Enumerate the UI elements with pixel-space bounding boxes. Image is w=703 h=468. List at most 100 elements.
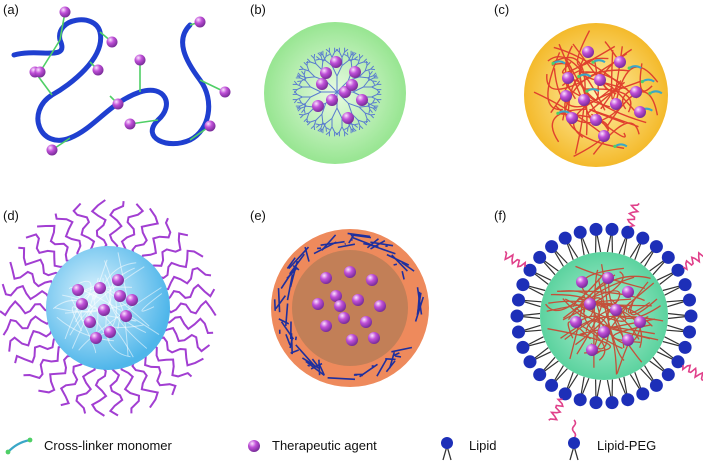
dendrimer-branch xyxy=(320,55,324,62)
dendrimer-branch xyxy=(336,107,343,119)
crosslink-end xyxy=(577,74,581,79)
hybrid-core-mesh xyxy=(545,264,664,375)
dendrimer-branch xyxy=(296,83,303,88)
lipid-head xyxy=(621,225,635,239)
crosslink-end xyxy=(648,91,652,95)
therapeutic-agent-icon xyxy=(248,440,260,452)
dendrimer-branch xyxy=(372,102,377,104)
lipid-head xyxy=(678,278,692,292)
mesh-strand xyxy=(587,81,626,114)
dendrimer-branch xyxy=(315,113,323,121)
dendrimer-branch xyxy=(367,102,373,107)
lipid-head xyxy=(533,250,547,264)
drug-sphere xyxy=(90,332,102,344)
drug-sphere xyxy=(316,78,328,90)
mesh-strand xyxy=(557,290,645,302)
panel-label-b: (b) xyxy=(250,2,266,17)
dendrimer-branch xyxy=(359,125,364,130)
shell-strand xyxy=(292,264,300,271)
corona-chain xyxy=(144,351,177,396)
shell-strand xyxy=(351,236,372,246)
mesh-strand xyxy=(52,300,134,358)
mesh-strand xyxy=(533,91,604,136)
dendrimer-branch xyxy=(299,114,304,119)
drug-sphere xyxy=(330,290,342,302)
dendrimer-branch xyxy=(335,131,340,136)
lipid-head xyxy=(545,378,559,392)
corona-chain xyxy=(108,365,124,417)
dendrimer-branch xyxy=(315,58,320,61)
dendrimer-branch xyxy=(344,53,349,57)
mesh-strand xyxy=(597,278,625,361)
shell-strand xyxy=(376,358,388,377)
dendrimer-branch xyxy=(303,70,306,75)
dendrimer-branch xyxy=(317,52,322,57)
lipid-head xyxy=(558,231,572,245)
corona-chain xyxy=(2,315,52,336)
dendrimer-branch xyxy=(300,105,307,109)
dendrimer-branch xyxy=(298,99,302,104)
panel-label-e: (e) xyxy=(250,208,266,223)
dendrimer-branch xyxy=(317,127,322,132)
corona-chain xyxy=(23,344,65,380)
dendrimer-branch xyxy=(348,54,352,61)
crosslink-end xyxy=(640,80,644,84)
lipid-head xyxy=(589,396,603,410)
dendrimer-sphere xyxy=(264,22,406,164)
dendrimer-branch xyxy=(298,68,304,71)
corona-chain xyxy=(120,364,141,414)
corona-chain xyxy=(18,246,62,277)
shell-strand xyxy=(313,241,337,255)
shell-strand xyxy=(295,344,317,368)
dendrimer-branch xyxy=(359,76,368,79)
dendrimer-branch xyxy=(338,51,343,58)
dendrimer-branch xyxy=(298,80,302,85)
drug-sphere xyxy=(312,298,324,310)
mesh-strand xyxy=(547,52,563,111)
mesh-strand xyxy=(105,314,137,322)
dendrimer-branch xyxy=(364,65,368,72)
corona-chain xyxy=(1,283,52,301)
dendrimer-branch xyxy=(357,119,364,123)
dendrimer-branch xyxy=(296,86,303,91)
dendrimer-branch xyxy=(306,112,310,119)
dendrimer-branch xyxy=(320,128,322,133)
lipid-head xyxy=(661,250,675,264)
dendrimer-branch xyxy=(306,121,311,123)
panel-label-d: (d) xyxy=(3,208,19,223)
peg-chain xyxy=(626,202,640,228)
dendrimer-branch xyxy=(321,61,324,70)
shell-strand xyxy=(394,355,402,358)
dendrimer-branch xyxy=(300,75,307,79)
panel-c-graphic xyxy=(524,23,668,167)
drug-sphere xyxy=(560,90,572,102)
drug-sphere xyxy=(349,66,361,78)
panel-f-graphic xyxy=(504,202,703,421)
dendrimer-branch xyxy=(293,90,298,95)
mesh-strand xyxy=(612,299,643,363)
lipid-head xyxy=(636,387,650,401)
mesh-strand xyxy=(589,109,639,128)
drug-sphere xyxy=(194,16,206,28)
corona-chain xyxy=(164,283,216,303)
dendrimer-branch xyxy=(325,52,327,57)
dendrimer-branch xyxy=(366,118,368,123)
lipid-head xyxy=(589,222,603,236)
dendrimer-branch xyxy=(368,77,375,81)
dendrimer-branch xyxy=(357,61,364,65)
dendrimer-branch xyxy=(298,113,304,116)
corona-chain xyxy=(139,217,172,261)
dendrimer-branch xyxy=(306,58,311,63)
dendrimer-branch xyxy=(364,112,371,116)
mesh-strand xyxy=(579,324,606,361)
mesh-strand xyxy=(578,58,647,124)
panel-c-drugs xyxy=(560,46,646,142)
dendrimer-branch xyxy=(357,119,361,126)
drug-sphere xyxy=(368,332,380,344)
drug-sphere xyxy=(584,298,596,310)
drug-sphere xyxy=(570,316,582,328)
dendrimer-branch xyxy=(322,123,326,130)
panel-e-drugs xyxy=(312,266,386,346)
shell-strand xyxy=(327,377,356,381)
drug-sphere xyxy=(320,272,332,284)
